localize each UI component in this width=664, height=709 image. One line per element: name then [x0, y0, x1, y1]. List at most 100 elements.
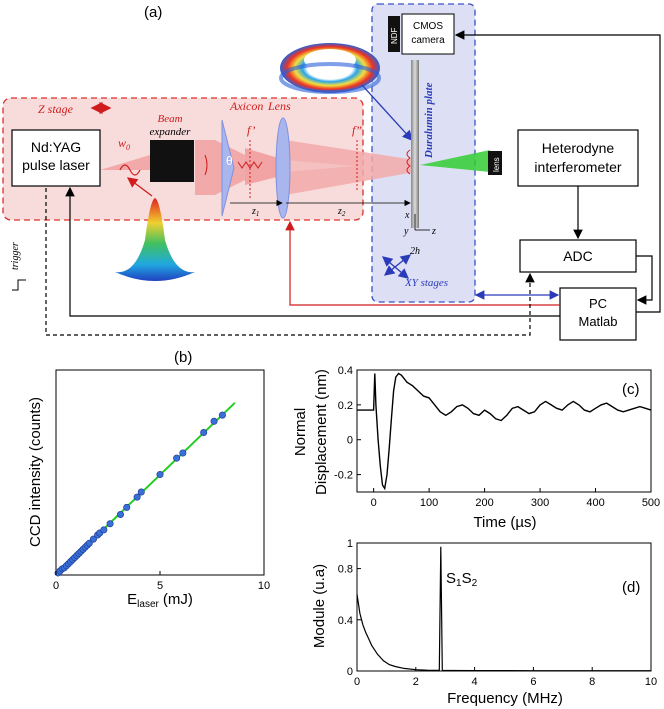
x-tick-label: 0	[371, 497, 377, 509]
x-tick-label: 10	[645, 676, 657, 688]
data-point	[210, 417, 218, 425]
spectrum-series	[356, 546, 651, 672]
gaussian-arrow	[126, 177, 153, 197]
axicon-label: Axicon	[229, 99, 263, 113]
z2-label: z2	[337, 206, 346, 218]
axis-x-label: x	[404, 210, 410, 221]
heterodyne-label-2: interferometer	[534, 159, 621, 175]
data-point	[137, 488, 145, 496]
probe-lens-label: lens	[492, 157, 501, 172]
x-tick-label: 2	[413, 676, 419, 688]
xy-stages-label: XY stages	[404, 277, 448, 289]
data-point	[106, 520, 114, 528]
panel-d-ticks: 0 2 4 6 8 10 0 0.4 0.8 1	[338, 538, 657, 688]
panel-a-label: (a)	[144, 4, 162, 21]
ndf-label: NDF	[390, 27, 399, 44]
pc-label-1: PC	[589, 296, 607, 311]
expander-label-1: Beam	[157, 113, 182, 125]
y-tick-label: 0	[347, 435, 353, 447]
panel-d-marks	[356, 546, 651, 672]
y-tick-label: 1	[347, 538, 353, 550]
x-tick-label: 100	[420, 497, 438, 509]
thickness-label: 2h	[410, 246, 420, 257]
f-prime-label: f’	[247, 123, 255, 137]
focused-beam	[285, 140, 415, 195]
panel-b-label: (b)	[174, 349, 192, 366]
trigger-label: trigger	[10, 242, 21, 270]
ndf-filter	[388, 16, 400, 52]
x-tick-label: 4	[472, 676, 478, 688]
x-tick-label: 6	[530, 676, 536, 688]
f-double-prime-label: f”	[352, 123, 362, 137]
data-point	[200, 429, 208, 437]
data-point	[85, 539, 93, 547]
trigger-pulse-icon	[12, 279, 26, 291]
laser-label-2: pulse laser	[22, 157, 90, 173]
x-tick-label: 10	[258, 580, 270, 592]
panel-b-marks	[54, 402, 236, 577]
y-tick-label: 0	[347, 666, 353, 678]
gaussian-profile	[115, 198, 195, 281]
y-tick-label: 0.2	[338, 400, 353, 412]
x-tick-label: 500	[642, 497, 660, 509]
camera-label-2: camera	[411, 35, 445, 46]
y-tick-label: -0.2	[334, 470, 353, 482]
panel-c-xlabel: Time (µs)	[473, 514, 536, 531]
interference-pattern	[237, 161, 263, 169]
camera-label-1: CMOS	[413, 21, 443, 32]
adc-label: ADC	[563, 248, 593, 264]
bessel-ring-icon	[279, 43, 381, 94]
axicon-cone	[245, 148, 285, 185]
panel-b-ticks: 0 5 10	[53, 571, 270, 592]
surface-wave	[406, 149, 411, 175]
probe-beam	[420, 150, 490, 172]
z1-label: z1	[251, 206, 259, 218]
x-tick-label: 0	[53, 580, 59, 592]
panel-c-frame	[356, 369, 652, 493]
expander-label-2: expander	[150, 126, 192, 138]
heterodyne-label-1: Heterodyne	[542, 140, 615, 156]
x-tick-label: 300	[531, 497, 549, 509]
panel-b-ylabel: CCD intensity (counts)	[27, 397, 44, 547]
data-point	[173, 454, 181, 462]
ring-arrow	[361, 84, 413, 141]
panel-c-label: (c)	[622, 381, 640, 398]
x-tick-label: 8	[589, 676, 595, 688]
heterodyne-box	[517, 129, 639, 187]
z-stage-label: Z stage	[38, 102, 74, 116]
panel-a: (a) Nd:YAG pulse laser Z stage w0 Beam e…	[2, 3, 661, 341]
expanded-beam	[195, 140, 245, 195]
x-tick-label: 0	[354, 676, 360, 688]
panel-d-label: (d)	[622, 579, 640, 596]
x-tick-label: 5	[157, 580, 163, 592]
panel-c-marks	[357, 372, 652, 491]
x-tick-label: 200	[475, 497, 493, 509]
laser-label-1: Nd:YAG	[31, 139, 81, 155]
w0-label: w0	[118, 136, 130, 152]
pulse-wave	[119, 164, 141, 176]
axis-z-label: z	[431, 226, 436, 237]
wavefront-1	[204, 154, 208, 176]
xy-stage-box	[371, 3, 476, 303]
data-point	[218, 411, 226, 419]
panel-b-xlabel: Elaser(mJ)	[127, 591, 193, 610]
laser-beam-small	[100, 155, 150, 170]
data-point	[89, 535, 97, 543]
panel-d-ylabel: Module (u.a)	[311, 564, 328, 648]
xy-stage-arrows	[382, 254, 412, 279]
data-point	[123, 503, 131, 511]
data-point	[133, 493, 141, 501]
peak-annotation: S1S2	[446, 570, 478, 589]
y-tick-label: 0.4	[338, 615, 353, 627]
theta-label: θ	[226, 154, 233, 168]
y-tick-label: 0.8	[338, 564, 353, 576]
data-point	[179, 449, 187, 457]
signal-connections	[45, 30, 661, 336]
lens-label: Lens	[267, 99, 291, 113]
panel-c-ylabel-1: Normal	[292, 408, 309, 456]
displacement-series	[357, 372, 652, 491]
lens-element	[275, 117, 291, 219]
